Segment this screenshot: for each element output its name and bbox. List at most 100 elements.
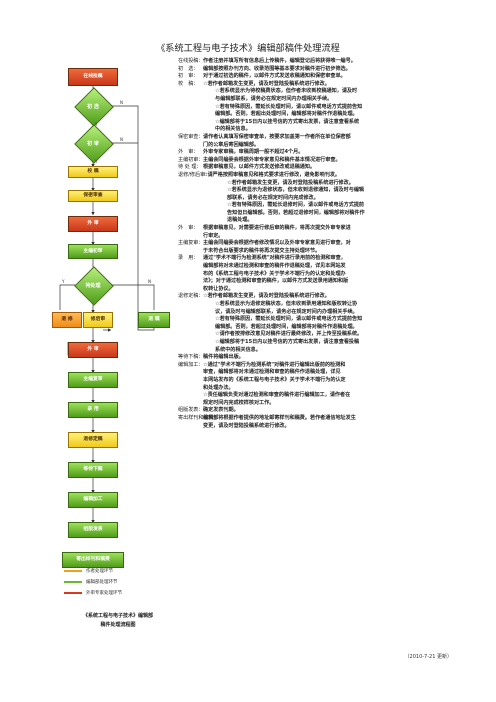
flow-arrows: [59, 86, 156, 524]
section-text: ☆若作者邮箱发生变更，请及时登陆投稿系统进行修改。: [227, 179, 354, 186]
section-label: [178, 210, 203, 218]
section-label: [178, 217, 203, 225]
section-label: 主编复审：: [178, 240, 204, 247]
text-row: 法》；对于通过检测和审查的稿件，以邮件方式发送录用通知和版: [178, 278, 496, 286]
text-row: 告知但日编辑部。否则，若超过退修时间，编辑部将对稿件作: [178, 210, 496, 218]
text-row: ☆若系统显示为退修状态，但未收到退修通知，请及时与编辑: [178, 187, 496, 195]
text-row: 保密审查：请作者认真填写保密审查单，按要求加盖第一作者所在单位保密部: [178, 134, 496, 142]
text-row: 初 选：编辑部按照办刊方向、收录范围等基本要求对稿件进行初步筛选。: [178, 66, 496, 74]
text-row: 变更，请及时登陆投稿系统进行修改。: [178, 423, 496, 431]
text-row: 中的相关信息。: [178, 126, 496, 134]
section-text: ☆若系统显示为待校稿费状态，但作者未收到校稿通知，请及时: [215, 88, 358, 95]
text-row: 外 审：外审专家审稿，审稿周期一般不超过4个月。: [178, 149, 496, 157]
section-text: ☆通过"学术不端行为检测系统"对稿件进行编辑出版前的检测和: [203, 361, 346, 368]
text-row: 待 处 理：根据审稿意见，以邮件方式发送修改或退稿通知。: [178, 164, 496, 172]
legend-item: 作者处理环节: [64, 568, 184, 574]
text-row: 组版发表：确定发表刊期。: [178, 407, 496, 415]
section-label: [178, 392, 203, 400]
text-row: 校 稿：☆若作者邮箱发生变更，请及时登陆投稿系统进行修改。: [178, 81, 496, 89]
section-text: ☆若系统显示为退修定稿状态，但未收到录用通知和版权转让协: [215, 301, 358, 307]
section-label: 退修定稿：: [178, 293, 204, 300]
section-label: 编辑加工：: [178, 361, 204, 368]
section-label: 初 审：: [178, 73, 199, 80]
section-text: 部联系，请务必在规定时间内完成修改。: [227, 194, 319, 201]
section-text: ☆若有特殊原因，需延长处理时间，请以邮件或电话方式提前告知: [215, 316, 363, 323]
section-text: 编辑部。否则，若超出处理时间，编辑部将对稿件作退稿处理。: [215, 111, 358, 118]
section-label: 外 审：: [178, 225, 199, 232]
text-row: ☆若系统显示为待校稿费状态，但作者未收到校稿通知，请及时: [178, 88, 496, 96]
section-text: ☆请作者按排修改意见对稿件进行最终修改，并上传至投稿系统。: [215, 331, 363, 338]
section-label: [178, 324, 203, 332]
section-text: 门的公章后寄回编辑部。: [203, 141, 260, 148]
node-accept: 录 用: [68, 402, 118, 418]
section-text: 法》；对于通过检测和审查的稿件，以邮件方式发送录用通知和版: [203, 278, 349, 285]
section-text: 作者注册并填写所有信息后上传稿件，编辑登记后将获得唯一编号。: [203, 58, 356, 64]
section-label: [178, 187, 203, 195]
section-label: [178, 104, 203, 112]
text-row: 行审定。: [178, 233, 496, 241]
decision-first-review-label: 初 审: [87, 141, 99, 147]
section-label: [178, 126, 203, 134]
legend-label: 外审专家处理环节: [86, 591, 122, 596]
section-text: 根据审稿意见，对需要进行修后审的稿件，将再次提交外审专家进: [203, 225, 351, 232]
legend: 作者处理环节 编辑部处理环节 外审专家处理环节: [64, 568, 184, 601]
process-description: 在线投稿：作者注册并填写所有信息后上传稿件，编辑登记后将获得唯一编号。初 选：编…: [178, 58, 496, 430]
text-row: ☆若有特殊原因，需延长处理时间，请以邮件或电话方式提前告知: [178, 316, 496, 324]
no-label: N: [120, 100, 123, 105]
text-row: 权转让协议。: [178, 286, 496, 294]
node-wait-pub: 等待下稿: [68, 462, 118, 478]
section-label: 录 用：: [178, 255, 199, 262]
node-proof: 组版发表: [68, 522, 118, 538]
caption-line: 《系统工程与电子技术》编辑部: [82, 613, 153, 619]
section-label: [178, 316, 203, 324]
section-text: 主编会同编委会根据作者修改情况以及外审专家意见进行审查，对: [203, 240, 351, 247]
page-title: 《系统工程与电子技术》编辑部稿件处理流程: [156, 43, 340, 54]
caption-line: 稿件处理流程图: [100, 622, 136, 628]
section-text: 和处理办法。: [203, 384, 234, 391]
section-label: 在线投稿：: [178, 58, 204, 64]
text-row: 录 用： 通过"学术不端行为检测系统"对稿件进行录用前的检测和审查，: [178, 255, 496, 263]
section-text: 与编辑部联系，请务必在规定时间内办理相关手续。: [215, 95, 333, 102]
section-label: [178, 331, 203, 339]
section-label: 待 处 理：: [178, 164, 202, 171]
section-label: 初 选：: [178, 65, 199, 72]
section-text: 规定时间内完成校样核对工作。: [203, 399, 275, 406]
text-row: 等待下稿：稿件将编辑出版。: [178, 354, 496, 362]
section-label: [178, 180, 203, 188]
text-row: 编辑部。否则，若超出处理时间，编辑部将对稿件作退稿处理。: [178, 111, 496, 119]
node-fix-final: 退修定稿: [68, 432, 118, 448]
section-label: 保密审查：: [178, 133, 204, 140]
text-row: ☆若作者邮箱发生变更，请及时登陆投稿系统进行修改。: [178, 180, 496, 188]
text-row: 布的《系统工程与电子技术》关于学术不端行为的认定和处理办: [178, 271, 496, 279]
legend-swatch: [64, 570, 82, 572]
section-text: ☆若作者邮箱发生变更，请及时登陆投稿系统进行修改。: [203, 293, 330, 300]
yes-label: Y: [95, 122, 98, 127]
section-text: 布的《系统工程与电子技术》关于学术不端行为的认定和处理办: [203, 270, 346, 277]
flowchart: 在线投稿 初 选 初 审 N N Y Y 校 稿 保密审查 外 审 主编初审 待…: [52, 60, 178, 620]
section-text: 系统中的相关信息。: [215, 346, 261, 353]
node-confidential: 保密审查: [68, 190, 118, 202]
section-label: [178, 309, 203, 317]
section-text: ☆请严格按照审稿意见和格式要求进行修改，避免影响刊发。: [203, 171, 341, 178]
section-text: 对于通过初选的稿件，以邮件方式发送收稿通知和保密审查单。: [203, 73, 346, 80]
decision-pending-label: 待处理: [85, 283, 101, 289]
text-row: 审查，编辑部将对未通过检测和审查的稿件作退稿处理，详见: [178, 369, 496, 377]
section-label: [178, 119, 203, 127]
section-text: ☆若系统显示为退修状态，但未收到退修通知，请及时与编辑: [227, 187, 365, 194]
section-label: 校 稿：: [178, 80, 199, 87]
section-label: 主编初审：: [178, 156, 204, 163]
section-text: 权转让协议。: [203, 285, 234, 292]
legend-swatch: [64, 592, 82, 594]
text-row: 规定时间内完成校样核对工作。: [178, 400, 496, 408]
section-text: 告知但日编辑部。否则，若超过退修时间，编辑部将对稿件作: [227, 209, 365, 216]
text-row: ☆若系统显示为退修定稿状态，但未收到录用通知和版权转让协: [178, 301, 496, 309]
section-text: 变更，请及时登陆投稿系统进行修改。: [203, 422, 290, 429]
node-edit: 编辑加工: [68, 492, 118, 508]
section-text: 主编会同编委会根据外审专家意见和稿件基本情况进行审查。: [203, 156, 341, 163]
text-row: 寄出样刊和稿费：编辑部将根据作者提供的地址邮寄样刊和稿费。若作者通信地址发生: [178, 415, 496, 423]
no-label: N: [120, 137, 123, 142]
text-row: 系统中的相关信息。: [178, 347, 496, 355]
section-text: ☆若有特殊原因，需延长处理时间，请以邮件或电话方式提前告知: [215, 103, 363, 110]
node-revise: 退 修: [52, 312, 82, 328]
section-text: 通过"学术不端行为检测系统"对稿件进行录用前的检测和审查，: [203, 255, 346, 262]
